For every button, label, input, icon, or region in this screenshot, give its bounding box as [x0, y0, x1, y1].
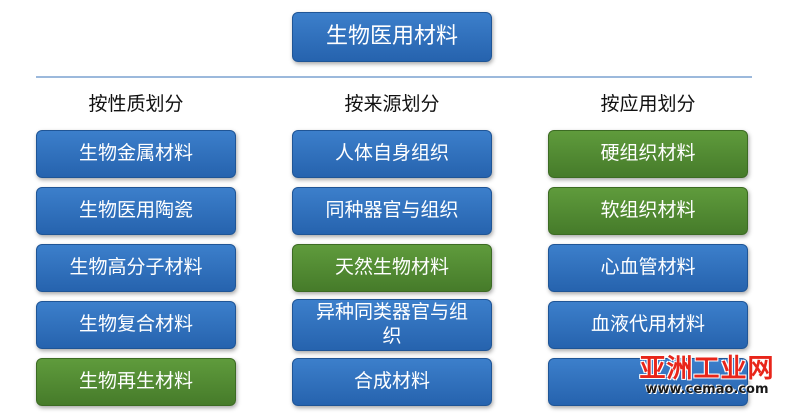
node-property-1: 生物金属材料 — [36, 130, 236, 178]
node-application-1: 硬组织材料 — [548, 130, 748, 178]
root-node: 生物医用材料 — [292, 12, 492, 62]
column-heading-property: 按性质划分 — [88, 93, 184, 115]
node-source-1: 人体自身组织 — [292, 130, 492, 178]
node-source-3: 天然生物材料 — [292, 244, 492, 292]
watermark-logo: 亚洲工业网 www.cemao.com — [620, 348, 780, 414]
column-heading-source: 按来源划分 — [344, 93, 440, 115]
node-source-5: 合成材料 — [292, 358, 492, 406]
watermark-title: 亚洲工业网 — [639, 354, 775, 384]
node-application-3: 心血管材料 — [548, 244, 748, 292]
node-application-2: 软组织材料 — [548, 187, 748, 235]
node-source-4: 异种同类器官与组织 — [292, 299, 492, 351]
node-property-2: 生物医用陶瓷 — [36, 187, 236, 235]
node-application-5 — [548, 358, 748, 406]
node-application-4: 血液代用材料 — [548, 301, 748, 349]
column-heading-application: 按应用划分 — [600, 93, 696, 115]
node-property-4: 生物复合材料 — [36, 301, 236, 349]
watermark-url: www.cemao.com — [645, 382, 769, 397]
node-source-2: 同种器官与组织 — [292, 187, 492, 235]
divider-line — [36, 76, 752, 78]
node-property-3: 生物高分子材料 — [36, 244, 236, 292]
node-property-5: 生物再生材料 — [36, 358, 236, 406]
